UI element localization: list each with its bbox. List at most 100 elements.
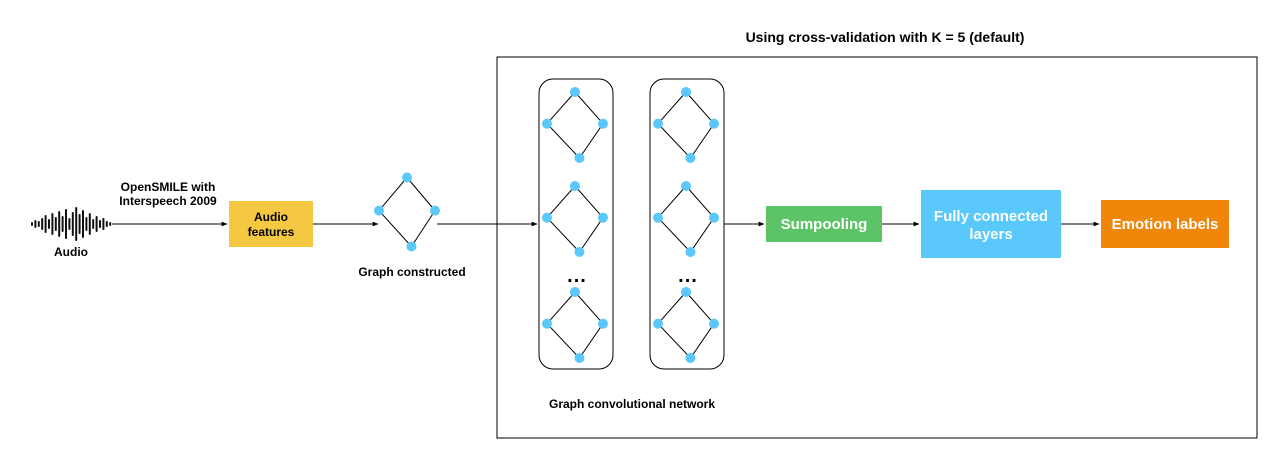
cross-validation-box <box>496 56 1258 439</box>
waveform-bar <box>58 211 61 237</box>
graph-node <box>574 247 585 257</box>
gcn-graph-2-1 <box>653 87 719 163</box>
graph-node <box>598 118 608 129</box>
graph-edge <box>579 217 604 253</box>
fully-connected-line1: Fully connected <box>934 208 1048 225</box>
gcn-graph-2-2 <box>653 181 719 257</box>
graph-node <box>374 205 384 216</box>
graph-node <box>681 87 691 97</box>
graph-node <box>406 241 417 252</box>
waveform-bar <box>41 218 44 230</box>
graph-edge <box>579 123 604 159</box>
graph-node <box>598 318 608 329</box>
sumpooling-label: Sumpooling <box>781 216 868 233</box>
gcn-graph-1-1 <box>542 87 608 163</box>
graph-node <box>598 212 608 223</box>
graph-edge <box>574 185 604 219</box>
graph-edge <box>690 123 715 159</box>
gcn-graph-2-3 <box>653 287 719 363</box>
waveform-bar <box>34 220 37 228</box>
waveform-bar <box>37 221 40 227</box>
waveform-bar <box>48 219 50 229</box>
graph-edge <box>657 185 687 219</box>
edge-label-line1: OpenSMILE with <box>121 180 216 194</box>
graph-edge <box>546 91 576 125</box>
edge-label-line2: Interspeech 2009 <box>119 194 217 208</box>
waveform-bar <box>95 216 98 232</box>
graph-node <box>709 118 719 129</box>
graph-edge <box>546 185 576 219</box>
cross-validation-title: Using cross-validation with K = 5 (defau… <box>746 29 1025 45</box>
graph-edge <box>546 323 580 359</box>
graph-edge <box>411 210 436 247</box>
graph-edge <box>579 323 604 359</box>
graph-node <box>681 287 691 297</box>
waveform-bar <box>54 217 57 231</box>
graph-node <box>542 118 552 129</box>
graph-node <box>570 87 580 97</box>
emotion-labels-box <box>1101 200 1229 248</box>
sumpooling-box <box>766 206 882 242</box>
graph-node <box>685 247 696 257</box>
graph-node <box>402 172 412 183</box>
graph-node <box>685 353 696 363</box>
graph-edge <box>378 177 408 211</box>
audio-features-line2: features <box>248 225 295 239</box>
waveform-bar <box>68 218 71 230</box>
graph-node <box>574 353 585 363</box>
graph-node <box>653 118 663 129</box>
audio-features-box <box>229 201 313 247</box>
graph-edge <box>546 217 580 253</box>
graph-constructed-label: Graph constructed <box>358 265 465 279</box>
waveform-bar <box>44 215 47 233</box>
waveform-bar <box>71 212 74 236</box>
graph-node <box>681 181 691 191</box>
constructed-graph <box>374 172 440 252</box>
gcn-graphs <box>542 87 719 363</box>
graph-node <box>570 287 580 297</box>
waveform-bar <box>78 214 81 234</box>
waveform-icon <box>31 207 112 241</box>
gcn-column-1 <box>538 78 614 370</box>
graph-icon <box>374 172 440 252</box>
fully-connected-line2: layers <box>969 226 1012 243</box>
graph-node <box>542 212 552 223</box>
graph-node <box>709 318 719 329</box>
graph-edge <box>406 177 436 211</box>
graph-node <box>653 212 663 223</box>
graph-node <box>570 181 580 191</box>
graph-node <box>430 205 440 216</box>
emotion-labels-label: Emotion labels <box>1112 216 1219 233</box>
gcn-ellipsis-2: ... <box>678 265 698 287</box>
graph-edge <box>657 291 687 325</box>
graph-edge <box>690 217 715 253</box>
waveform-bar <box>102 218 105 230</box>
waveform-bar <box>75 207 78 241</box>
graph-edge <box>657 217 691 253</box>
graph-node <box>709 212 719 223</box>
graph-edge <box>574 91 604 125</box>
graph-node <box>574 153 585 163</box>
audio-label: Audio <box>54 245 88 259</box>
gcn-label: Graph convolutional network <box>549 397 715 411</box>
graph-edge <box>378 210 412 247</box>
graph-edge <box>685 91 715 125</box>
graph-edge <box>690 323 715 359</box>
graph-edge <box>657 123 691 159</box>
graph-edge <box>657 323 691 359</box>
graph-node <box>653 318 663 329</box>
waveform-bar <box>65 209 67 239</box>
graph-edge <box>574 291 604 325</box>
waveform-bar <box>92 219 95 229</box>
audio-features-line1: Audio <box>254 210 288 224</box>
waveform-bar <box>99 220 101 228</box>
waveform-bar <box>88 213 91 235</box>
gcn-graph-1-3 <box>542 287 608 363</box>
graph-edge <box>546 123 580 159</box>
waveform-bar <box>109 222 112 226</box>
graph-edge <box>657 91 687 125</box>
gcn-ellipsis-1: ... <box>567 265 587 287</box>
fully-connected-box <box>921 190 1061 258</box>
waveform-bar <box>105 221 108 227</box>
